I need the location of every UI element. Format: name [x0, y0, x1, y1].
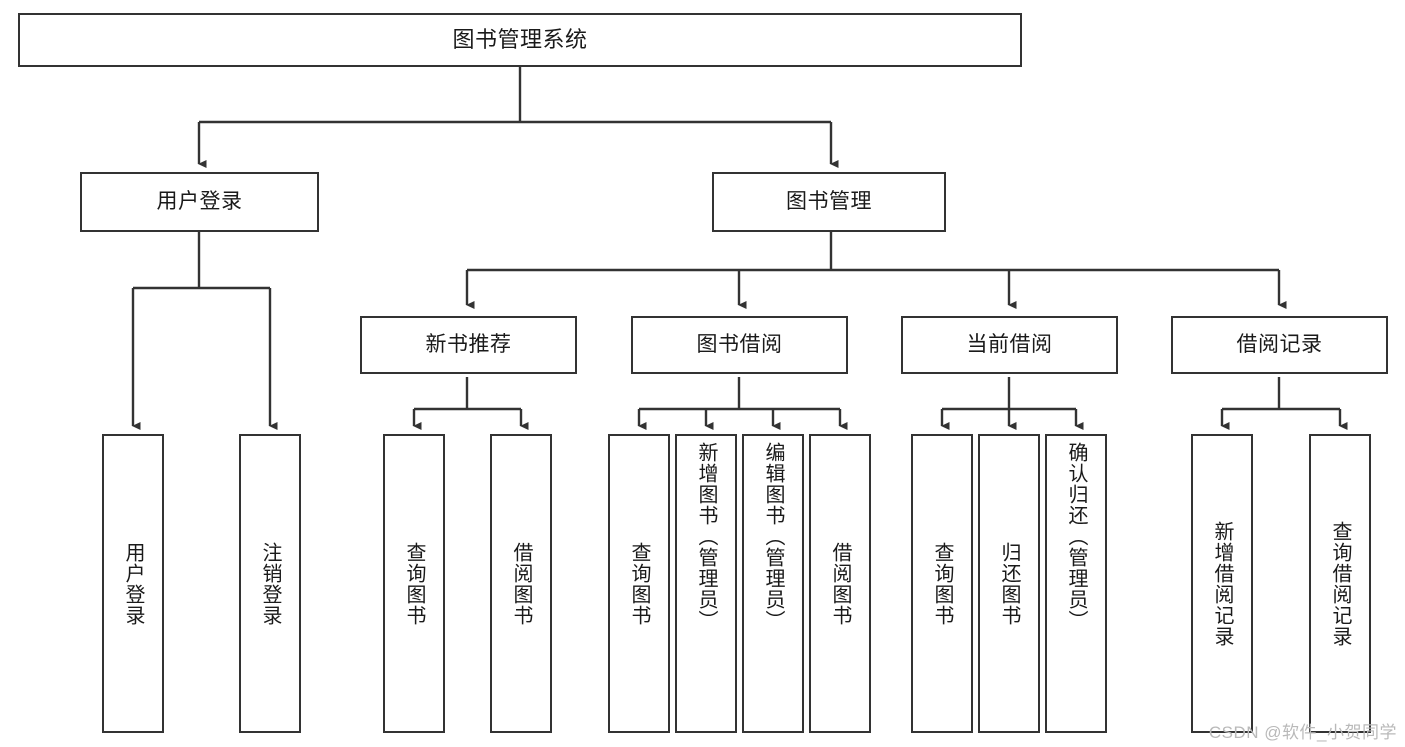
- node-label: 新增借阅记录: [1211, 520, 1233, 647]
- node-label: 图书管理: [786, 190, 872, 214]
- node-label: 归还图书: [998, 541, 1020, 626]
- node-label: 当前借阅: [966, 333, 1053, 357]
- node-label: 图书管理系统: [452, 26, 588, 52]
- node-label: 查询图书: [403, 541, 425, 626]
- leaf-query-book-borrow[interactable]: 查询图书: [608, 434, 670, 733]
- node-label: 查询借阅记录: [1329, 520, 1351, 647]
- node-label: 新增图书（管理员）: [695, 442, 717, 631]
- node-label: 借阅图书: [510, 541, 532, 626]
- node-book-borrow[interactable]: 图书借阅: [631, 316, 848, 374]
- leaf-confirm-return-admin[interactable]: 确认归还（管理员）: [1045, 434, 1107, 733]
- leaf-edit-book-admin[interactable]: 编辑图书（管理员）: [742, 434, 804, 733]
- node-label: 图书借阅: [696, 333, 783, 357]
- leaf-return-book[interactable]: 归还图书: [978, 434, 1040, 733]
- leaf-add-borrow-record[interactable]: 新增借阅记录: [1191, 434, 1253, 733]
- node-label: 新书推荐: [425, 333, 512, 357]
- leaf-borrow-book-recommend[interactable]: 借阅图书: [490, 434, 552, 733]
- csdn-watermark: CSDN @软件_小贺同学: [1208, 723, 1397, 742]
- leaf-add-book-admin[interactable]: 新增图书（管理员）: [675, 434, 737, 733]
- leaf-query-book-current[interactable]: 查询图书: [911, 434, 973, 733]
- leaf-borrow-book-borrow[interactable]: 借阅图书: [809, 434, 871, 733]
- node-label: 查询图书: [931, 541, 953, 626]
- leaf-user-login[interactable]: 用户登录: [102, 434, 164, 733]
- node-label: 借阅图书: [829, 541, 851, 626]
- node-label: 编辑图书（管理员）: [762, 442, 784, 631]
- node-label: 借阅记录: [1236, 333, 1323, 357]
- leaf-query-book-recommend[interactable]: 查询图书: [383, 434, 445, 733]
- node-borrow-record[interactable]: 借阅记录: [1171, 316, 1388, 374]
- leaf-logout-login[interactable]: 注销登录: [239, 434, 301, 733]
- node-label: 确认归还（管理员）: [1065, 442, 1087, 631]
- node-book-management[interactable]: 图书管理: [712, 172, 946, 232]
- node-new-book-recommend[interactable]: 新书推荐: [360, 316, 577, 374]
- leaf-query-borrow-record[interactable]: 查询借阅记录: [1309, 434, 1371, 733]
- node-root-book-management-system[interactable]: 图书管理系统: [18, 13, 1022, 67]
- node-label: 查询图书: [628, 541, 650, 626]
- node-current-borrow[interactable]: 当前借阅: [901, 316, 1118, 374]
- node-user-login[interactable]: 用户登录: [80, 172, 319, 232]
- node-label: 用户登录: [156, 190, 243, 214]
- node-label: 用户登录: [122, 541, 144, 626]
- node-label: 注销登录: [259, 541, 281, 626]
